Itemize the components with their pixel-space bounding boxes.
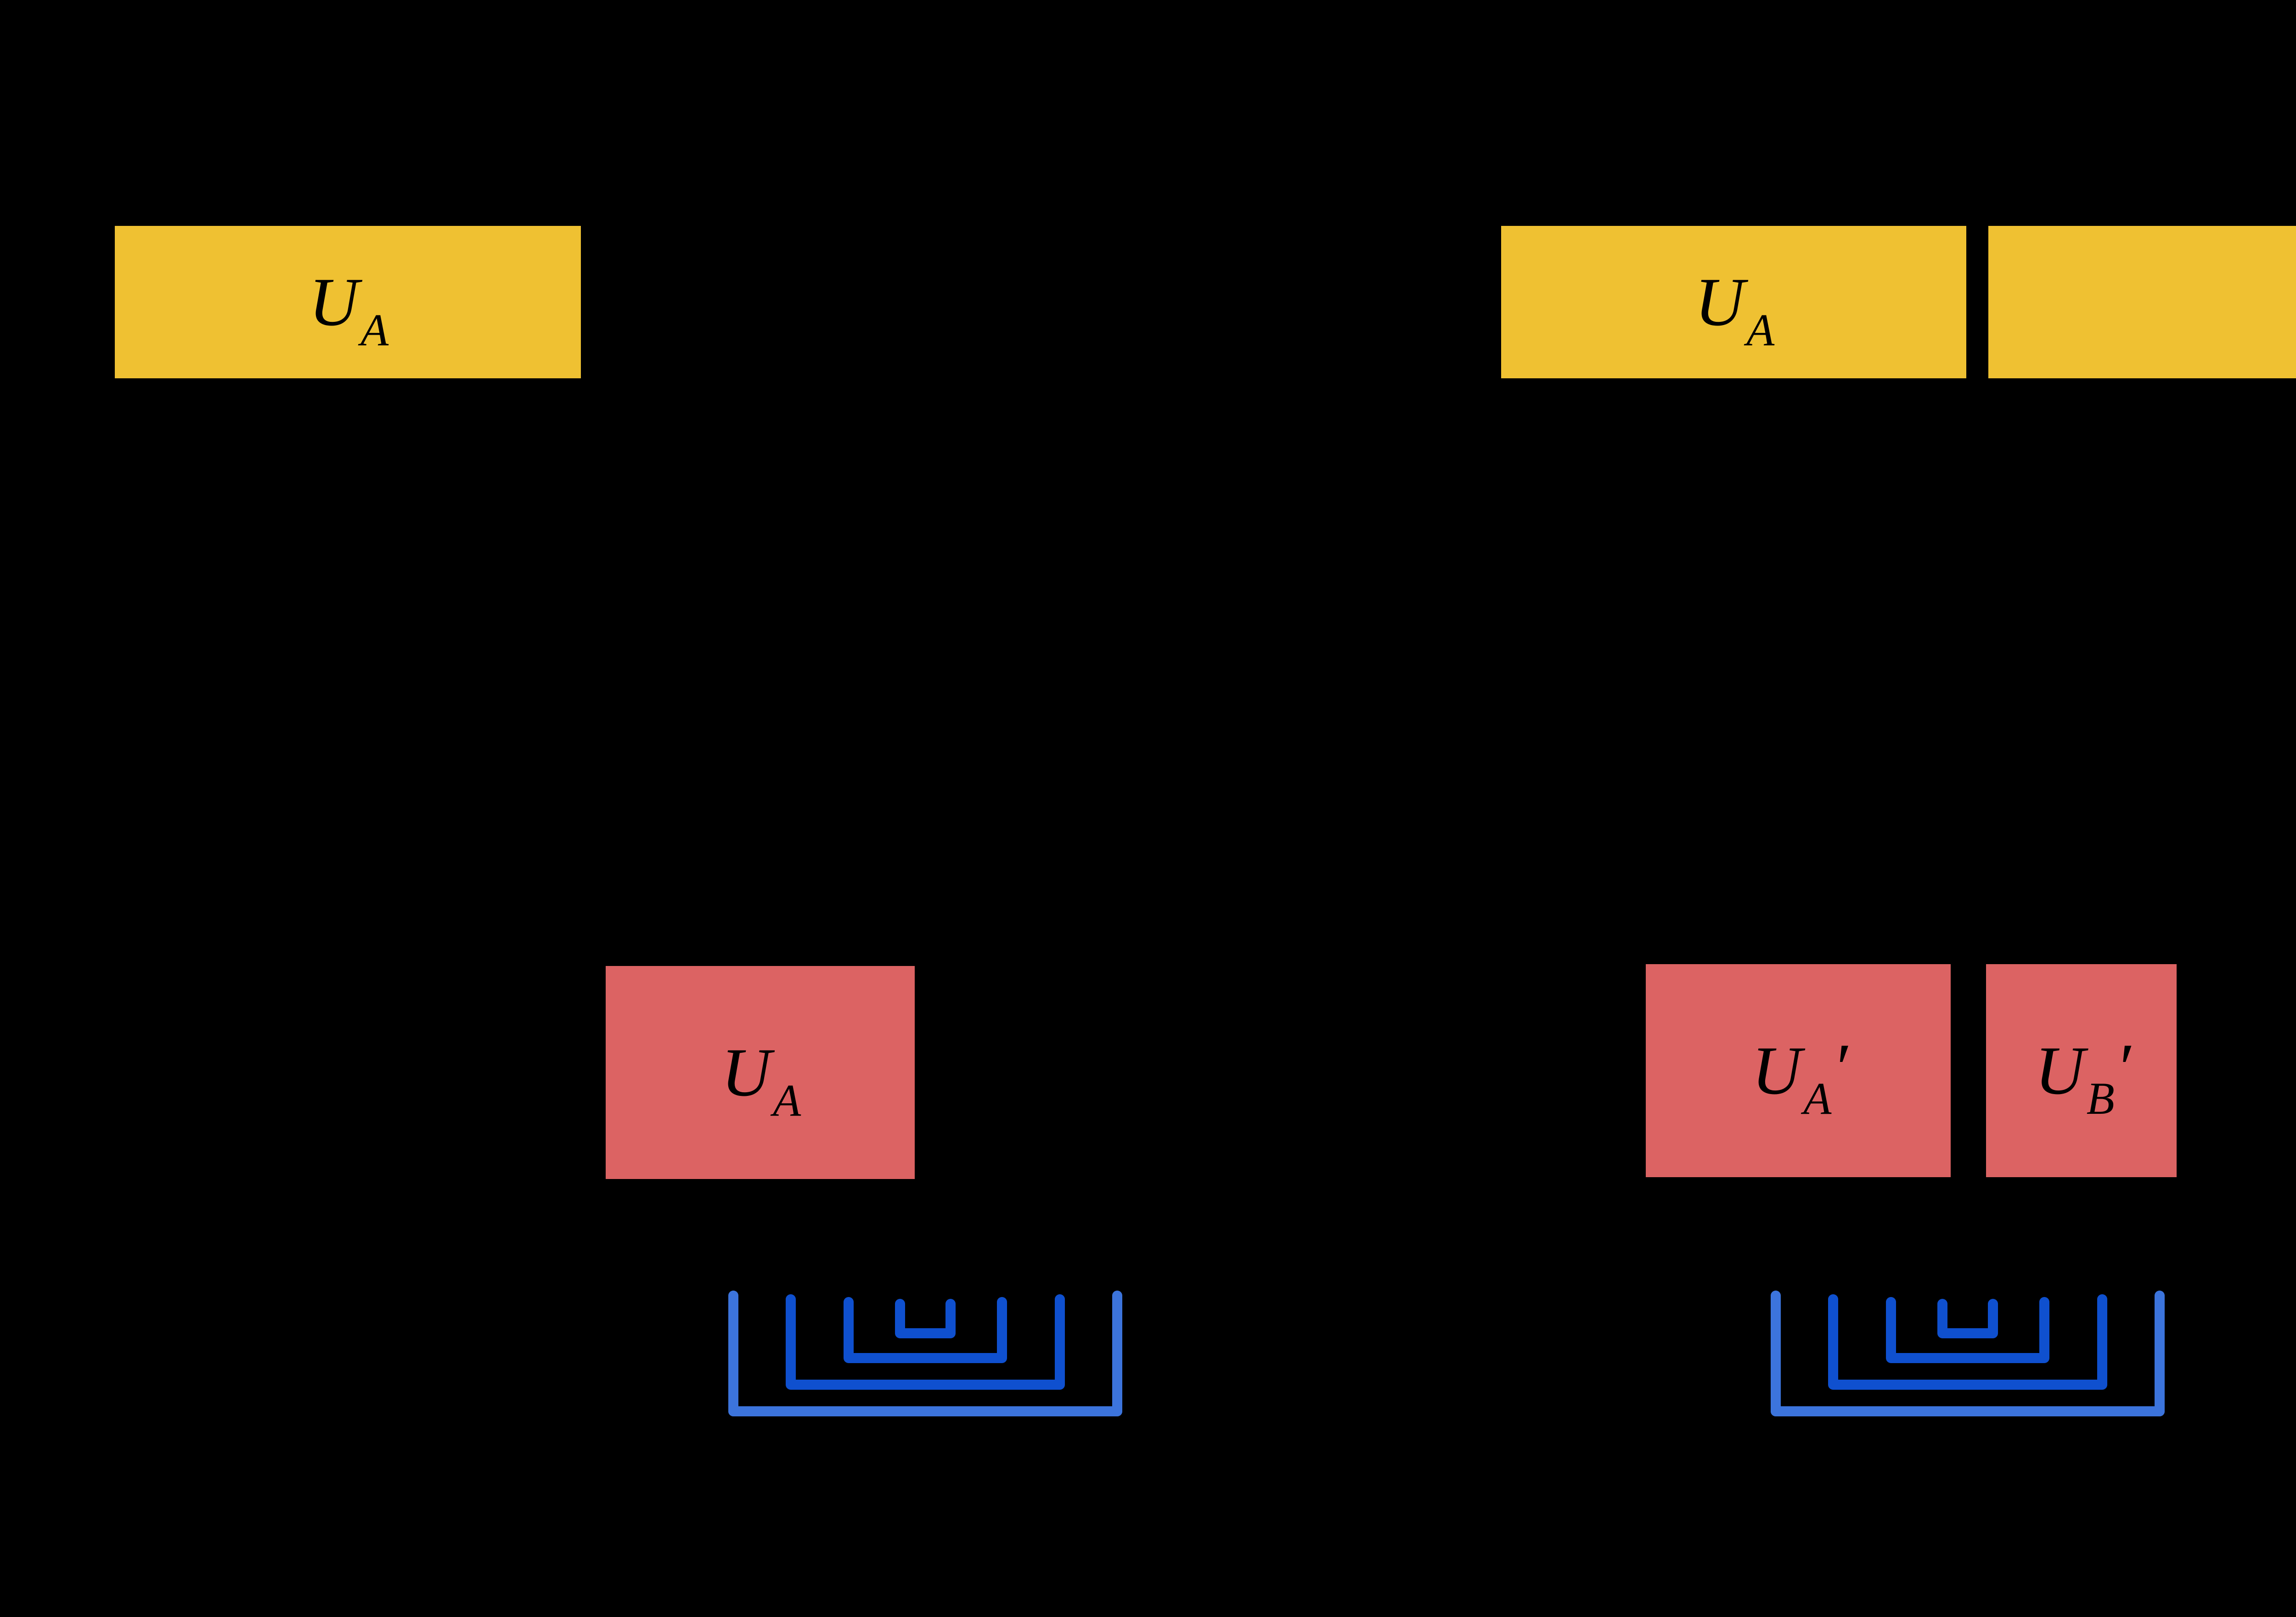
label-base: U (1694, 264, 1745, 340)
label-base: U (721, 1034, 771, 1111)
bracket-group-left-svg (728, 1291, 1122, 1416)
label-prime: ′ (1832, 1030, 1848, 1106)
bracket-group-left (721, 1286, 1130, 1432)
label-prime: ′ (2115, 1030, 2131, 1106)
bracket-level-4 (895, 1299, 956, 1338)
bracket-level-3 (1886, 1297, 2049, 1363)
bracket-level-3 (844, 1297, 1007, 1363)
label-base: U (1751, 1033, 1802, 1109)
label-base: U (309, 264, 359, 340)
label-subscript: A (773, 1075, 801, 1126)
label-subscript: A (360, 304, 389, 355)
bracket-level-4 (1937, 1299, 1998, 1338)
label-subscript: A (1746, 304, 1775, 355)
label-subscript: A (1803, 1073, 1832, 1124)
bracket-group-right (1763, 1286, 2172, 1432)
bracket-group-right-svg (1771, 1291, 2165, 1416)
bracket-level-2 (786, 1294, 1065, 1390)
bracket-level-2 (1828, 1294, 2107, 1390)
label-subscript: B (2086, 1073, 2115, 1124)
label-base: U (2035, 1033, 2085, 1109)
yellow-block-ub-right: UB (1988, 226, 2296, 378)
